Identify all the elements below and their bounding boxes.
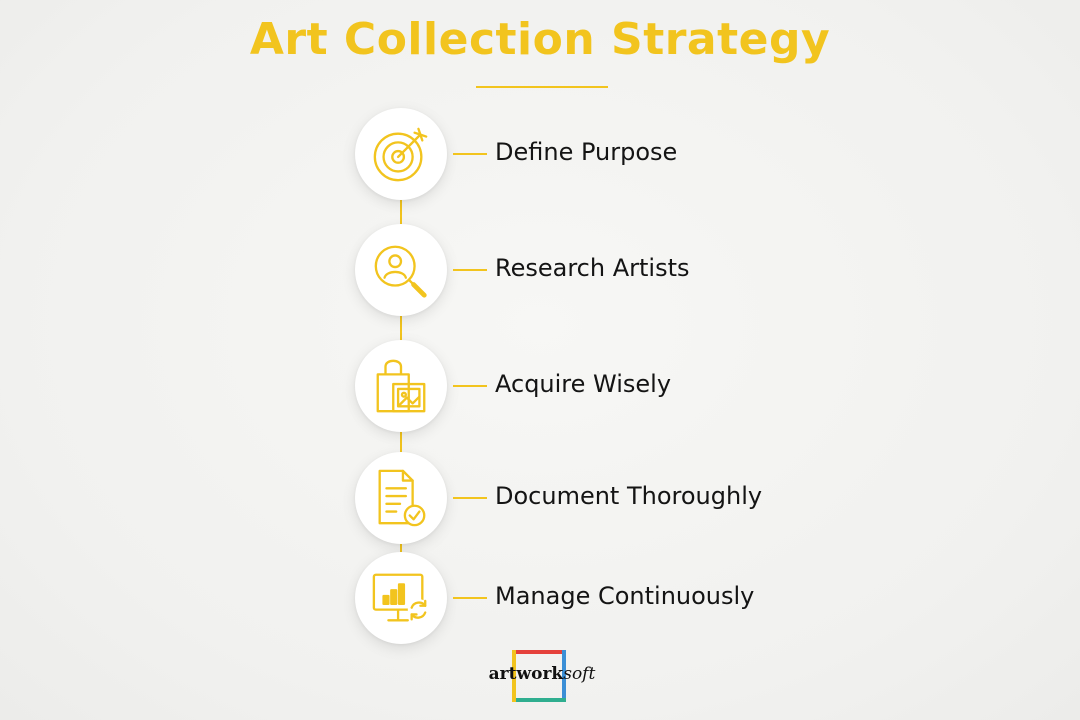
step-define-purpose: Define Purpose: [355, 108, 815, 200]
page-title: Art Collection Strategy: [249, 14, 831, 65]
magnify-person-icon: [374, 245, 427, 298]
step-connector: [453, 153, 487, 155]
step-manage-continuously: Manage Continuously: [355, 552, 815, 644]
step-icon-circle: [355, 552, 447, 644]
step-connector: [453, 597, 487, 599]
document-check-icon: [378, 469, 426, 527]
logo-wordmark: artworksoft: [486, 664, 598, 684]
step-icon-circle: [355, 224, 447, 316]
target-icon: [373, 127, 428, 182]
shopping-bag-picture-icon: [376, 359, 426, 413]
step-label: Manage Continuously: [495, 582, 755, 610]
step-research-artists: Research Artists: [355, 224, 815, 316]
monitor-chart-refresh-icon: [372, 573, 430, 622]
title-underline: [476, 86, 608, 88]
step-label: Research Artists: [495, 254, 690, 282]
step-label: Define Purpose: [495, 138, 678, 166]
step-connector: [453, 385, 487, 387]
step-connector: [453, 497, 487, 499]
step-icon-circle: [355, 452, 447, 544]
logo-part-1: artwork: [488, 664, 564, 684]
artworksoft-logo: artworksoft: [486, 650, 598, 706]
step-label: Document Thoroughly: [495, 482, 763, 510]
step-connector: [453, 269, 487, 271]
step-acquire-wisely: Acquire Wisely: [355, 340, 815, 432]
step-icon-circle: [355, 340, 447, 432]
logo-part-2: soft: [563, 664, 596, 684]
step-icon-circle: [355, 108, 447, 200]
step-document-thoroughly: Document Thoroughly: [355, 452, 815, 544]
step-label: Acquire Wisely: [495, 370, 672, 398]
logo-frame-icon: [512, 650, 566, 702]
